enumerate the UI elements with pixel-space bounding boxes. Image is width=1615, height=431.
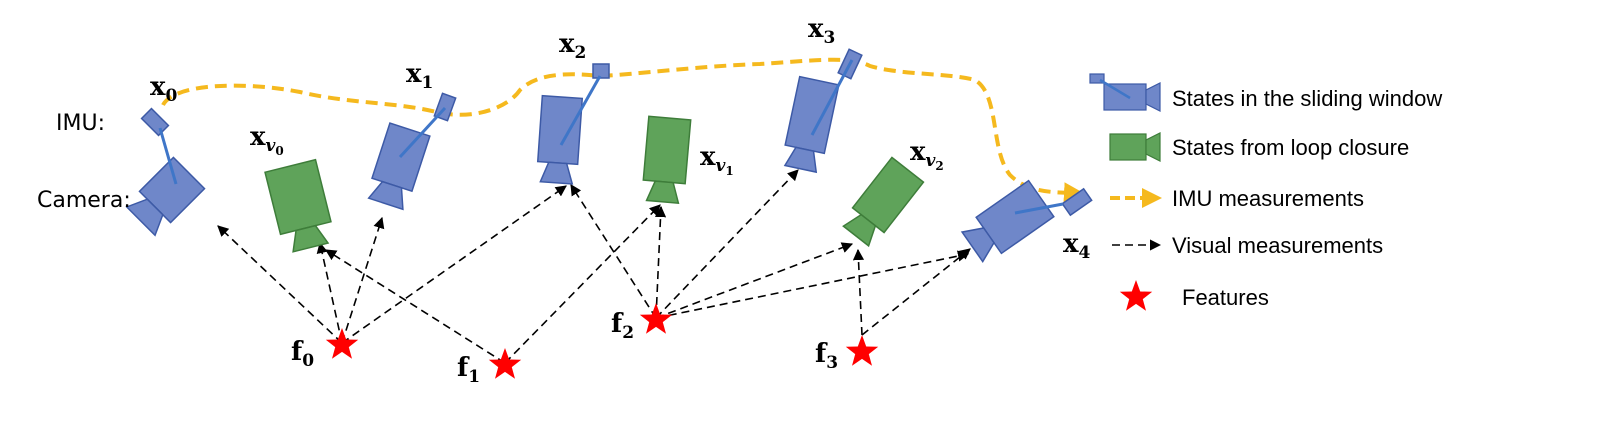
imu-x4 (1061, 187, 1093, 217)
imu-x2 (592, 63, 610, 79)
state-label-x0: x0 (150, 72, 178, 106)
imu-trajectory (161, 57, 1084, 203)
state-label-x1: x1 (406, 59, 433, 93)
imu-label: IMU: (56, 111, 105, 136)
feature-f3-star (845, 335, 879, 366)
camera-state-xv1 (642, 115, 692, 205)
camera-state-x4 (960, 179, 1055, 263)
camera-state-x0 (125, 156, 206, 237)
visual-edge-f0-x0 (217, 225, 343, 344)
visual-edge-f1-xv0 (325, 249, 506, 364)
visual-edge-f1-xv1 (504, 204, 661, 364)
legend-text-features: Features (1182, 285, 1269, 310)
imu-camera-axis-x3 (810, 59, 854, 136)
star-icon (1119, 280, 1153, 311)
visual-edge-f0-xv0 (316, 241, 343, 344)
imu-camera-axis-x0 (158, 127, 178, 185)
loop-closure-camera-icon (1109, 132, 1161, 162)
legend-text-imu: IMU measurements (1172, 186, 1364, 211)
visual-edge-f3-x4 (861, 248, 971, 336)
visual-edge-f2-x4 (655, 250, 970, 319)
legend-text-sliding-window: States in the sliding window (1172, 86, 1442, 111)
camera-state-xv0 (264, 158, 332, 253)
state-label-x2: x2 (559, 29, 586, 63)
visual-edge-f2-xv1 (654, 205, 667, 319)
imu-camera-axis-x4 (1014, 202, 1064, 215)
feature-label-f1: f1 (457, 353, 480, 387)
visual-measurements (217, 169, 971, 364)
state-label-xv2: xv2 (910, 137, 944, 173)
imu-camera-axis-x2 (559, 75, 602, 146)
camera-state-x3 (783, 75, 840, 174)
feature-f2-star (639, 303, 673, 334)
legend: States in the sliding window States from… (1089, 73, 1442, 311)
state-label-x4: x4 (1063, 229, 1091, 263)
legend-text-visual: Visual measurements (1172, 233, 1383, 258)
sliding-window-camera-icon (1089, 73, 1161, 112)
feature-f1-star (488, 348, 522, 379)
visual-edge-f3-xv2 (852, 248, 865, 336)
state-label-xv1: xv1 (700, 142, 734, 178)
visual-edge-f0-x1 (341, 216, 385, 344)
legend-text-loop-closure: States from loop closure (1172, 135, 1409, 160)
state-label-x3: x3 (808, 14, 835, 48)
state-label-xv0: xv0 (250, 122, 284, 158)
camera-state-x2 (536, 94, 584, 185)
imu-x0 (140, 107, 170, 137)
visual-edge-f0-x2 (341, 185, 567, 344)
visual-edge-f2-x2 (570, 184, 657, 319)
feature-label-f0: f0 (291, 337, 314, 371)
camera-label: Camera: (37, 188, 131, 213)
camera-state-xv2 (842, 156, 925, 248)
feature-label-f2: f2 (611, 309, 634, 343)
visual-edge-f2-x3 (655, 169, 799, 319)
visual-edge-f2-xv2 (655, 242, 854, 319)
imu-camera-axis-x1 (398, 106, 447, 159)
feature-label-f3: f3 (815, 339, 838, 373)
